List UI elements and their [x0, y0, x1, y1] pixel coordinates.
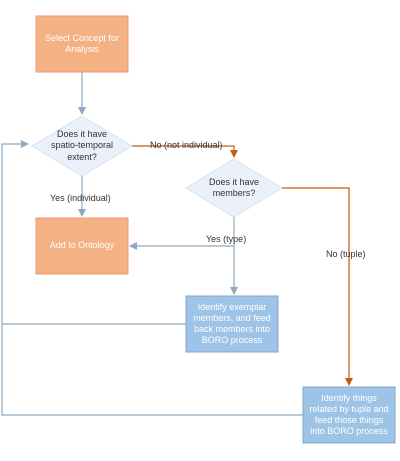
arrow-no-not-individual: [132, 145, 238, 158]
identify-exemplars-label: Identify exemplar members, and feed back…: [193, 301, 271, 346]
arrow-no-tuple: [282, 187, 353, 386]
edge-label-yes-individual: Yes (individual): [50, 193, 111, 203]
add-to-ontology-box: [35, 217, 129, 275]
spatio-temporal-label: Does it have spatio-temporal extent?: [50, 129, 114, 162]
edge-label-no-tuple: No (tuple): [326, 249, 366, 259]
identify-tuple-things-box: [302, 386, 396, 444]
identify-tuple-things-label: Identify things related by tuple and fee…: [309, 392, 389, 437]
select-concept-box: [35, 15, 129, 73]
edge-label-yes-type: Yes (type): [206, 234, 247, 244]
identify-exemplars-box: [185, 295, 279, 353]
feedback-loop-tuple: [1, 140, 303, 416]
has-members-label: Does it have members?: [208, 176, 260, 198]
select-concept-label: Select Concept for Analysis: [44, 32, 120, 54]
add-to-ontology-label: Add to Ontology: [49, 240, 115, 251]
edge-label-no-not-individual: No (not individual): [150, 140, 223, 150]
